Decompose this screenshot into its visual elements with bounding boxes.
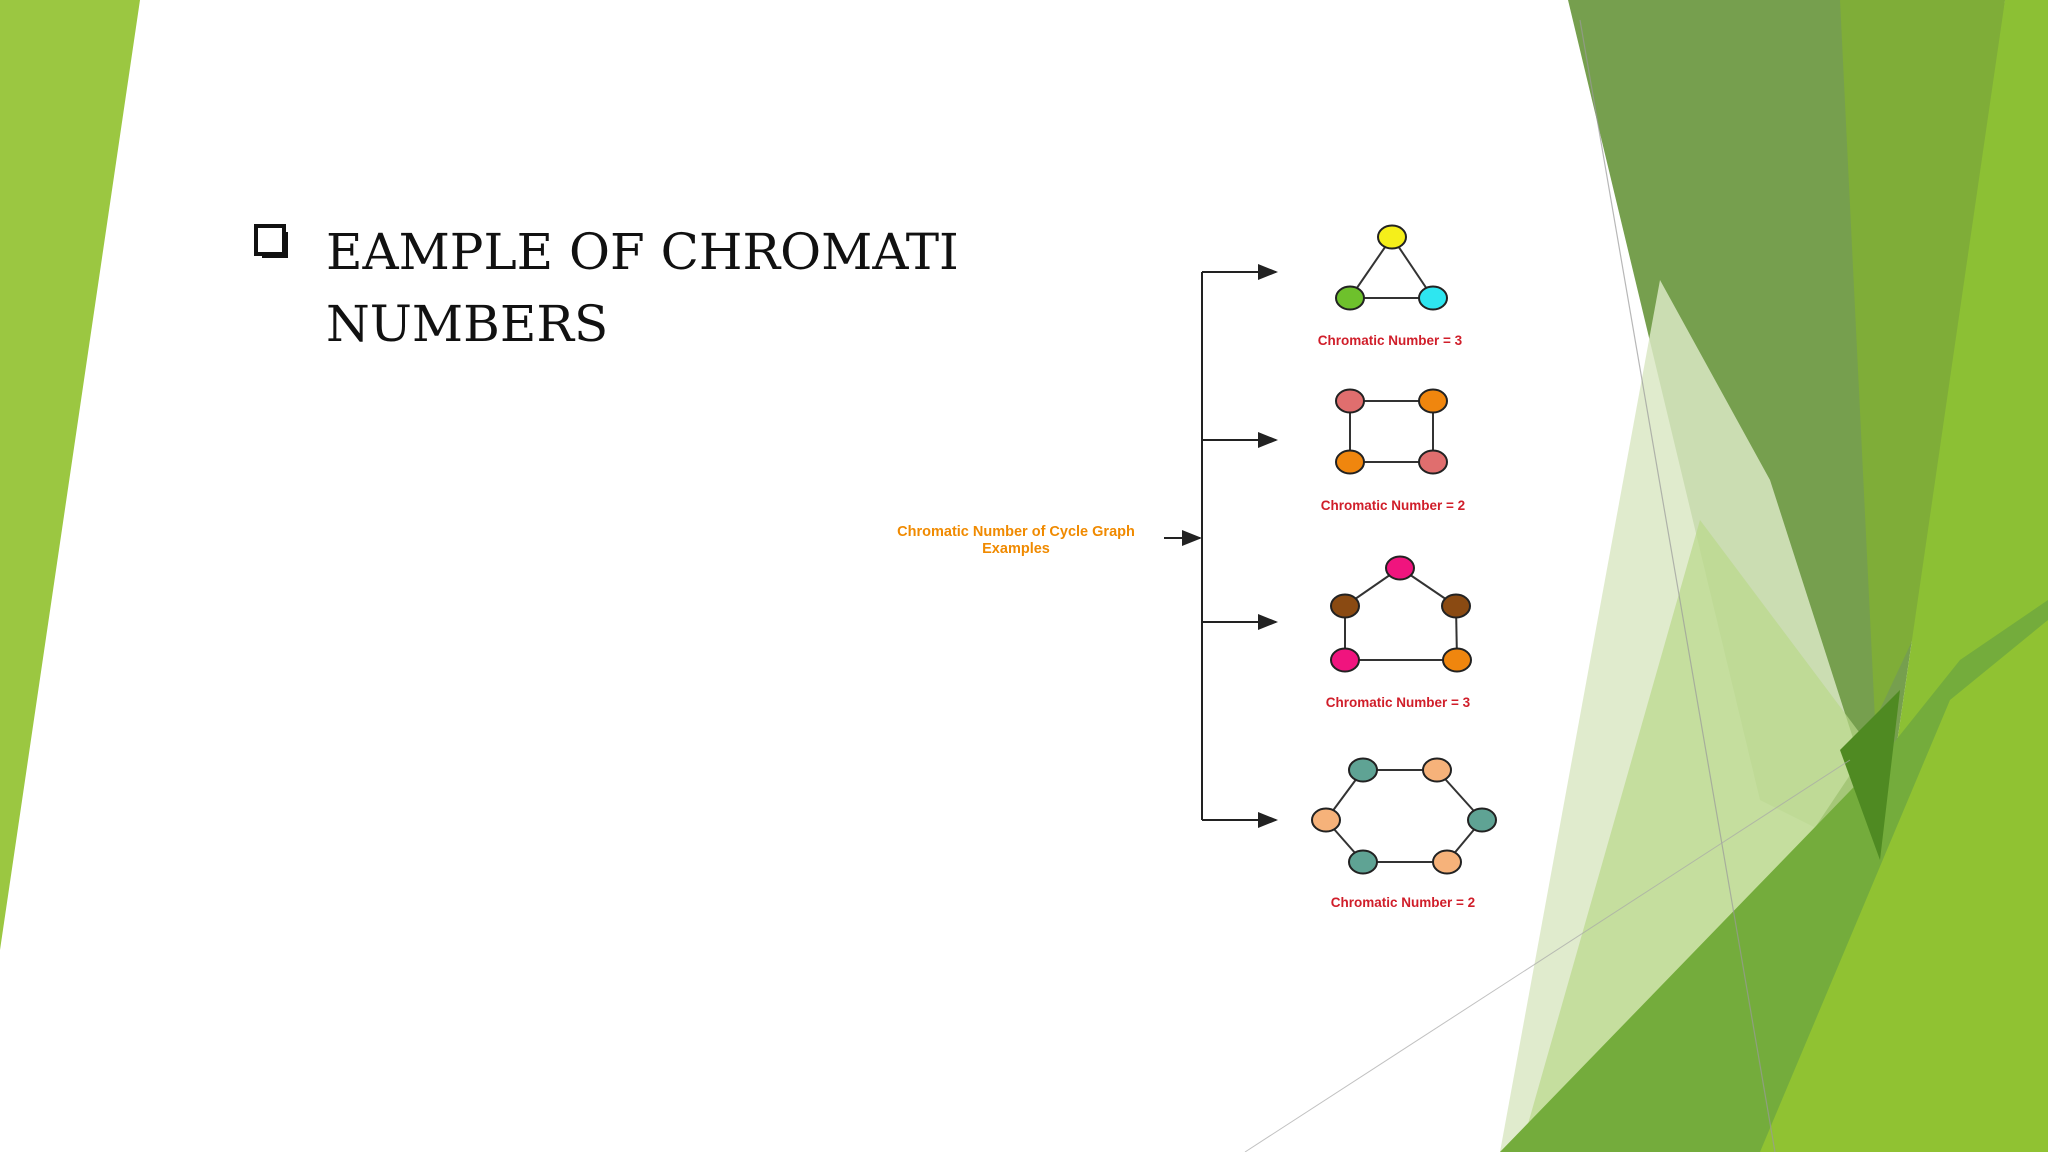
title-line-2: NUMBERS — [326, 295, 609, 353]
graph-vertex — [1432, 849, 1462, 875]
graph-vertex — [1441, 593, 1471, 619]
bottom-right-bright — [1760, 620, 2048, 1152]
thin-divider-line — [1579, 19, 1776, 1152]
checkbox-bullet-icon — [254, 224, 288, 258]
graph-caption: Chromatic Number = 3 — [1326, 695, 1471, 710]
graph-caption: Chromatic Number = 2 — [1331, 895, 1475, 910]
slide-title: EAMPLE OF CHROMATIC NUMBERS — [326, 216, 956, 360]
right-olive-panel — [1840, 0, 2005, 720]
graph-vertex — [1442, 647, 1472, 673]
graphs-layer: Chromatic Number = 3 Chromatic Number = 2… — [1311, 224, 1497, 910]
graph-vertex — [1385, 555, 1415, 581]
left-green-band — [0, 0, 140, 950]
graph-vertex — [1330, 593, 1360, 619]
graph-caption: Chromatic Number = 3 — [1318, 333, 1463, 348]
graph-vertex — [1467, 807, 1497, 833]
cycle-graph-4: Chromatic Number = 2 — [1311, 757, 1497, 910]
dark-accent-strip — [1840, 690, 1900, 860]
graph-vertex — [1335, 449, 1365, 475]
graph-vertex — [1377, 224, 1407, 250]
graph-vertex — [1418, 388, 1448, 414]
cycle-graph-2: Chromatic Number = 2 — [1321, 388, 1465, 513]
graph-vertex — [1330, 647, 1360, 673]
cycle-graph-1: Chromatic Number = 3 — [1318, 224, 1463, 348]
graph-vertex — [1418, 285, 1448, 311]
root-label-line-2: Examples — [982, 541, 1050, 557]
graph-vertex — [1418, 449, 1448, 475]
thin-diagonal-line — [1244, 759, 1851, 1152]
graph-vertex — [1335, 388, 1365, 414]
graph-vertex — [1422, 757, 1452, 783]
root-label-line-1: Chromatic Number of Cycle Graph — [897, 524, 1135, 540]
graph-vertex — [1348, 849, 1378, 875]
graph-caption: Chromatic Number = 2 — [1321, 498, 1465, 513]
graph-vertex — [1311, 807, 1341, 833]
cycle-graph-3: Chromatic Number = 3 — [1326, 555, 1472, 710]
title-line-1: EAMPLE OF CHROMATIC — [326, 223, 956, 281]
graph-vertex — [1335, 285, 1365, 311]
graph-vertex — [1348, 757, 1378, 783]
